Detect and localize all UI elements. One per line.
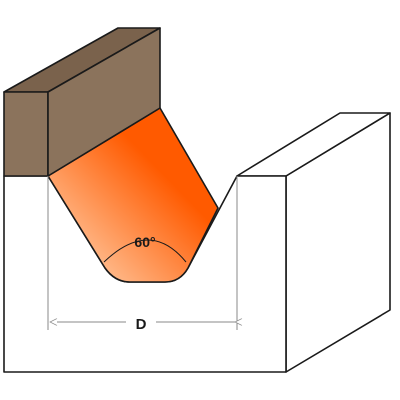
angle-arc (103, 239, 187, 263)
dimension-label: D (136, 316, 147, 333)
shank-front-face (3, 91, 49, 177)
shank-right-face (47, 27, 161, 177)
dimension-d: D (47, 176, 237, 333)
dimension-label-bg (126, 312, 156, 332)
cutter-body (47, 107, 219, 283)
angle-label: 60° (134, 234, 155, 250)
